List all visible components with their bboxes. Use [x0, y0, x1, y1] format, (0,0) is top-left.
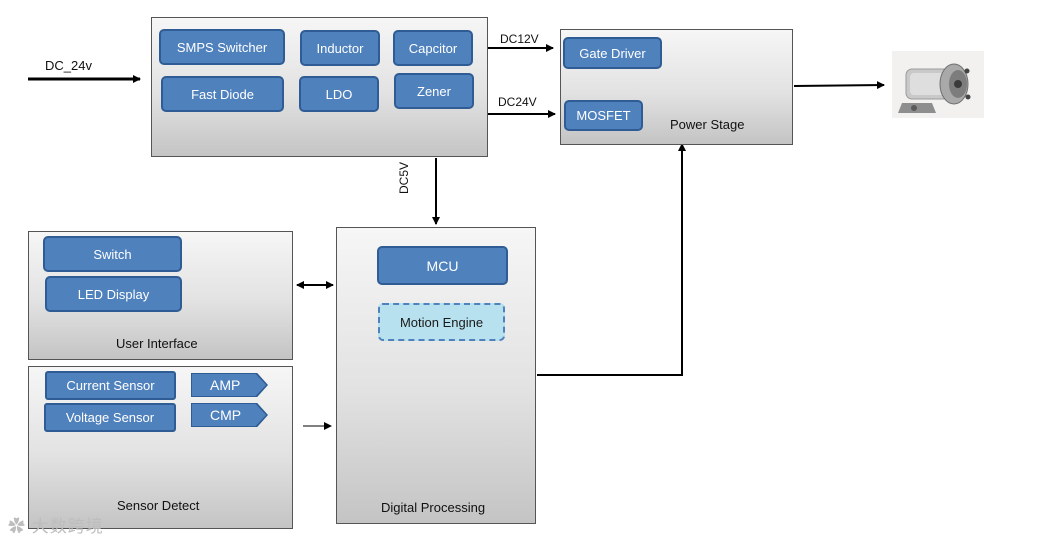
mosfet-box: MOSFET — [564, 100, 643, 131]
powerstage-motor-arrow — [793, 81, 885, 90]
motion-engine-box: Motion Engine — [378, 303, 505, 341]
dc5v-label: DC5V — [397, 161, 411, 194]
mcu-box: MCU — [377, 246, 508, 285]
smps-switcher-box: SMPS Switcher — [159, 29, 285, 65]
user-interface-title: User Interface — [116, 336, 198, 351]
dc12v-label: DC12V — [500, 32, 539, 46]
dc-24v-input-label: DC_24v — [45, 58, 92, 73]
current-sensor-box: Current Sensor — [45, 371, 176, 400]
watermark-logo-icon: ✿ — [8, 517, 32, 536]
fast-diode-box: Fast Diode — [161, 76, 284, 112]
ldo-box: LDO — [299, 76, 379, 112]
power-stage-title: Power Stage — [670, 117, 745, 132]
digital-processing-title: Digital Processing — [381, 500, 486, 515]
dc24v-label: DC24V — [498, 95, 537, 109]
amp-tag: AMP — [192, 374, 266, 396]
capacitor-box: Capcitor — [393, 30, 473, 66]
inductor-box: Inductor — [300, 30, 380, 66]
watermark: ✿ 大数跨境 — [8, 512, 104, 537]
digital-powerstage-arrow — [537, 143, 686, 376]
switch-box: Switch — [43, 236, 182, 272]
zener-box: Zener — [394, 73, 474, 109]
gate-driver-box: Gate Driver — [563, 37, 662, 69]
motor-image — [892, 51, 984, 118]
led-display-box: LED Display — [45, 276, 182, 312]
sensor-detect-title: Sensor Detect — [117, 498, 200, 513]
cmp-tag: CMP — [192, 404, 266, 426]
watermark-text: 大数跨境 — [31, 517, 104, 536]
voltage-sensor-box: Voltage Sensor — [44, 403, 176, 432]
